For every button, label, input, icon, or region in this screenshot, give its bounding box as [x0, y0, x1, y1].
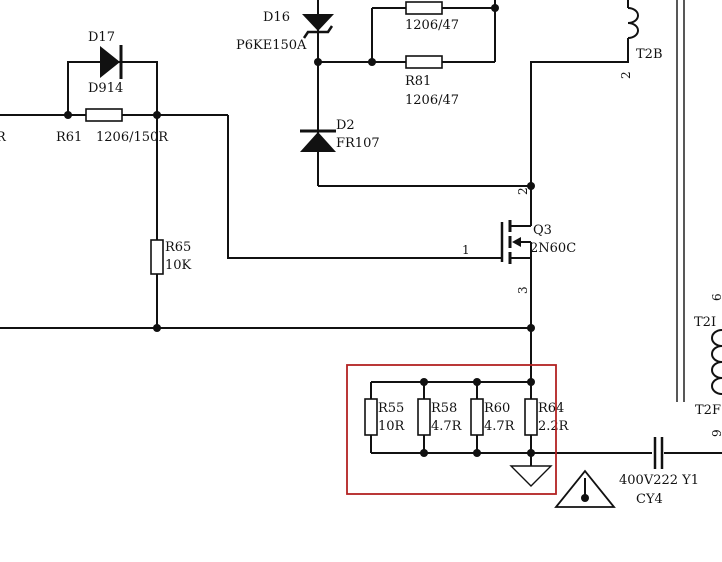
r-top-value-label: 1206/47 — [405, 18, 459, 33]
q3-body-arrow — [512, 237, 521, 247]
junction — [64, 111, 72, 119]
r81-body — [405, 55, 443, 69]
r58-body — [417, 398, 431, 436]
r61-value-label: 1206/150R — [96, 130, 169, 145]
ground-symbol — [509, 465, 553, 487]
r-top-body — [405, 1, 443, 15]
junction — [153, 111, 161, 119]
diode-d16-body — [302, 14, 334, 31]
d2-value-label: FR107 — [336, 136, 380, 151]
t2b-pin-label: 2 — [619, 71, 633, 79]
d16-value-label: P6KE150A — [236, 38, 307, 53]
resistor-r-top: 1206/47 — [405, 1, 459, 33]
t2-bottom-ref-label: T2F — [695, 403, 721, 418]
transformer-t2: T2I T2F 6 9 — [694, 293, 722, 437]
diode-d16-cathode — [302, 25, 334, 39]
r58-value-label: 4.7R — [431, 419, 463, 434]
resistor-r65: R65 10K — [150, 239, 192, 275]
r64-value-label: 2.2R — [538, 419, 570, 434]
mosfet-q3: Q3 2N60C 1 2 3 — [462, 187, 576, 294]
q3-source-lead — [510, 257, 532, 262]
cy4-value-label: 400V222 Y1 — [619, 473, 699, 488]
sense-resistor-bank: R55 10R R58 4.7R R60 4.7R R64 2.2R — [364, 382, 570, 487]
r64-body — [524, 398, 538, 436]
d2-ref-label: D2 — [336, 118, 355, 133]
diode-d2: D2 FR107 — [300, 118, 380, 152]
wire-gate-net — [227, 115, 502, 259]
t2b-winding — [627, 7, 639, 39]
junction — [491, 4, 499, 12]
t2-top-ref-label: T2I — [694, 315, 716, 330]
q3-drain-pin-label: 2 — [516, 187, 530, 195]
r65-body — [150, 239, 164, 275]
diode-d17-body — [100, 46, 120, 78]
chassis-ground-symbol — [554, 469, 616, 508]
transformer-t2b: T2B 2 — [619, 7, 663, 79]
r61-ref-label: R61 — [56, 130, 82, 145]
highlight-box — [346, 364, 557, 495]
q3-value-label: 2N60C — [530, 241, 576, 256]
r60-value-label: 4.7R — [484, 419, 516, 434]
junction — [314, 58, 322, 66]
r55-body — [364, 398, 378, 436]
r60-body — [470, 398, 484, 436]
wire-drain-t2b — [530, 38, 629, 186]
junction — [153, 324, 161, 332]
d17-value-label: D914 — [88, 81, 123, 96]
resistor-r61: R61 1206/150R R — [0, 108, 169, 145]
junctions — [64, 4, 535, 457]
t2b-ref-label: T2B — [636, 47, 663, 62]
chassis-ground-dot — [581, 494, 589, 502]
q3-ref-label: Q3 — [533, 223, 552, 238]
junction — [527, 182, 535, 190]
r65-value-label: 10K — [165, 258, 192, 273]
q3-source-pin-label: 3 — [516, 286, 530, 294]
r60-ref-label: R60 — [484, 401, 510, 416]
r61-body — [85, 108, 123, 122]
d16-ref-label: D16 — [263, 10, 290, 25]
diode-d2-body — [300, 132, 336, 152]
r55-value-label: 10R — [378, 419, 406, 434]
diode-d16: D16 P6KE150A — [236, 10, 334, 53]
diode-d17: D17 D914 — [88, 30, 123, 96]
t2-pin-bottom-label: 9 — [710, 429, 722, 437]
left-edge-fragment-label: R — [0, 130, 7, 145]
r81-value-label: 1206/47 — [405, 93, 459, 108]
capacitor-cy4: 400V222 Y1 CY4 — [554, 437, 699, 508]
junction — [368, 58, 376, 66]
t2-winding — [711, 329, 722, 395]
r81-ref-label: R81 — [405, 74, 431, 89]
r55-ref-label: R55 — [378, 401, 404, 416]
d17-ref-label: D17 — [88, 30, 115, 45]
r64-ref-label: R64 — [538, 401, 564, 416]
cy4-ref-label: CY4 — [636, 492, 663, 507]
r65-ref-label: R65 — [165, 240, 191, 255]
r58-ref-label: R58 — [431, 401, 457, 416]
q3-gate-pin-label: 1 — [462, 243, 470, 257]
t2-pin-top-label: 6 — [710, 293, 722, 301]
junction — [527, 324, 535, 332]
resistor-r81: R81 1206/47 — [405, 55, 459, 108]
